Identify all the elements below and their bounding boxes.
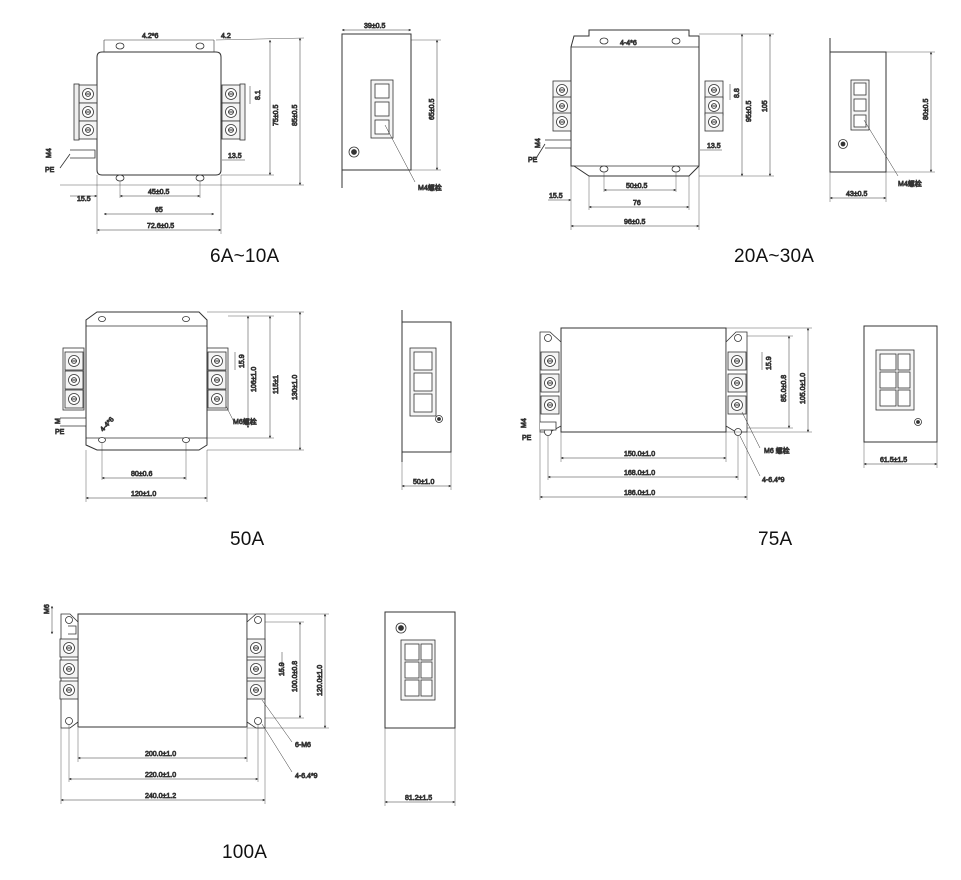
- dim-height-inner: 100.0±0.8: [292, 661, 299, 692]
- dim-height-mid: 115±1: [273, 375, 280, 394]
- dim-screw: M: [55, 418, 62, 424]
- dim-hole-pitch: 80±0.6: [131, 471, 152, 478]
- dim-side-width: 61.5±1.5: [880, 457, 907, 464]
- drawing-20a-30a-front: 4-4*6 8.8 95±0.5 105 M4 PE 13.5 15.5 50±…: [528, 29, 774, 230]
- dim-height-outer: 105: [762, 100, 769, 112]
- label-pe: PE: [528, 157, 538, 164]
- caption-20a-30a: 20A~30A: [734, 246, 815, 267]
- caption-6a-10a: 6A~10A: [210, 246, 280, 267]
- dim-left-offset: 15.5: [77, 196, 91, 203]
- dim-terminal-width: 13.5: [228, 153, 242, 160]
- dim-holes: 4-4*6: [620, 40, 637, 47]
- dim-width-3: 186.0±1.0: [624, 490, 655, 497]
- dim-width-2: 220.0±1.0: [145, 772, 176, 779]
- drawing-6a-10a-side: 39±0.5 65±0.5 M4螺栓: [341, 23, 442, 192]
- dim-width-2: 168.0±1.0: [624, 470, 655, 477]
- dim-side-width: 43±0.5: [846, 191, 867, 198]
- label-bolt: 6-M6: [295, 742, 311, 749]
- label-bolt: M6螺栓: [233, 417, 257, 426]
- drawing-6a-10a-front: 4.2*6 4.2 8.1 75±0.5 85±0.5 M4 PE 13.5 1…: [45, 33, 305, 234]
- dim-width-3: 240.0±1.2: [145, 793, 176, 800]
- dim-screw: M4: [46, 148, 53, 158]
- dim-height-inner: 85.0±0.8: [781, 375, 788, 402]
- dim-inner-width: 76: [633, 200, 641, 207]
- dim-screw: M4: [535, 138, 542, 148]
- label-pe: PE: [45, 167, 55, 174]
- label-side-bolt: M4螺栓: [418, 183, 442, 192]
- dim-screw: M6: [44, 604, 51, 614]
- drawing-100a-front: M6 15.9 100.0±0.8 120.0±1.0 6-M6 4-6.4*9…: [44, 604, 329, 804]
- dim-outer-width: 72.6±0.5: [147, 223, 174, 230]
- label-pe: PE: [522, 435, 532, 442]
- label-pe: PE: [55, 429, 65, 436]
- dim-height-inner: 106±1.0: [251, 367, 258, 392]
- drawing-20a-30a-side: 80±0.5 M4螺栓 43±0.5: [829, 38, 935, 202]
- dim-height-outer: 105.0±1.0: [800, 373, 807, 404]
- drawing-75a-side: 61.5±1.5: [863, 325, 938, 468]
- caption-75a: 75A: [758, 529, 793, 550]
- dim-side-width: 50±1.0: [413, 479, 434, 486]
- dim-width-1: 200.0±1.0: [145, 751, 176, 758]
- dim-outer-width: 96±0.5: [624, 219, 645, 226]
- dim-hole-top-left: 4.2*6: [142, 33, 158, 40]
- dim-pitch: 8.8: [734, 88, 741, 98]
- dim-side-width: 39±0.5: [364, 23, 385, 30]
- dim-left-offset: 15.5: [549, 193, 563, 200]
- drawing-75a-front: 15.9 85.0±0.8 105.0±1.0 M4 PE M6 螺栓 150.…: [521, 327, 812, 500]
- dim-hole-pitch: 50±0.5: [626, 183, 647, 190]
- dim-screw: M4: [521, 418, 528, 428]
- dim-side-width: 81.2±1.5: [405, 795, 432, 802]
- drawing-50a-front: 15.9 106±1.0 115±1 130±1.0 M6螺栓 M PE 4-4…: [55, 311, 304, 502]
- dim-height-outer: 130±1.0: [292, 375, 299, 400]
- dim-pitch: 15.9: [239, 354, 246, 368]
- dim-pitch: 15.9: [279, 662, 286, 676]
- dim-pitch: 8.1: [255, 90, 262, 100]
- caption-100a: 100A: [222, 842, 268, 863]
- label-side-bolt: M4螺栓: [898, 179, 922, 188]
- dim-height-inner: 95±0.5: [746, 101, 753, 122]
- dim-hole-top-right: 4.2: [221, 33, 231, 40]
- label-bolt: M6 螺栓: [764, 446, 790, 455]
- caption-50a: 50A: [230, 529, 265, 550]
- dim-pitch: 15.9: [766, 356, 773, 370]
- dim-holes: 4-6.4*9: [295, 773, 318, 780]
- dim-side-height: 80±0.5: [923, 99, 930, 120]
- dim-side-height: 65±0.5: [429, 99, 436, 120]
- dim-height-outer: 85±0.5: [292, 105, 299, 126]
- dim-outer-width: 120±1.0: [131, 491, 156, 498]
- drawing-100a-side: 81.2±1.5: [384, 611, 456, 806]
- drawing-50a-side: 50±1.0: [401, 310, 452, 490]
- dim-holes: 4-6.4*9: [762, 477, 785, 484]
- dim-inner-width: 65: [155, 207, 163, 214]
- dim-width-1: 150.0±1.0: [624, 451, 655, 458]
- dim-height-outer: 120.0±1.0: [317, 665, 324, 696]
- dim-terminal-width: 13.5: [707, 143, 721, 150]
- dim-height-inner: 75±0.5: [273, 105, 280, 126]
- dim-hole-pitch: 45±0.5: [148, 189, 169, 196]
